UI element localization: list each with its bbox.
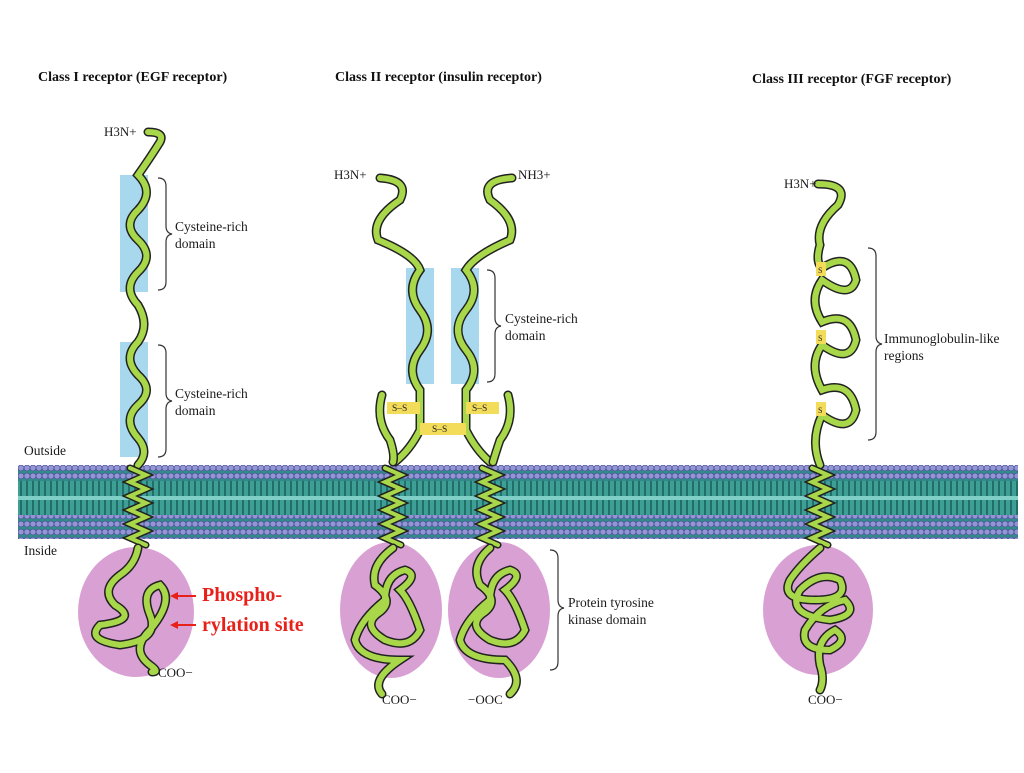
class3-disulfide-markers (816, 262, 826, 416)
class3-ss-3: S (818, 406, 822, 415)
disulfide-label-left: S–S (392, 404, 407, 414)
class3-title: Class III receptor (FGF receptor) (752, 72, 952, 87)
kinase-domain-label: Protein tyrosine kinase domain (568, 595, 654, 627)
class3-n-terminus: H3N+ (784, 176, 817, 191)
class2-domain: Cysteine-rich domain (505, 311, 578, 343)
class2-n-terminus-right: NH3+ (518, 167, 551, 182)
class1-ribbon (91, 127, 171, 677)
cell-membrane (18, 465, 1018, 539)
class2-disulfide-bridges (387, 402, 499, 435)
class2-ribbons (350, 173, 530, 699)
class2-c-terminus-right: −OOC (468, 692, 503, 707)
class3-c-terminus: COO− (808, 692, 843, 707)
outside-label: Outside (24, 443, 66, 458)
class1-n-terminus: H3N+ (104, 124, 137, 139)
phospho-label-line1: Phospho- (202, 584, 283, 606)
class2-n-terminus-left: H3N+ (334, 167, 367, 182)
class1-title: Class I receptor (EGF receptor) (38, 70, 228, 85)
brackets (157, 177, 883, 671)
disulfide-label-right: S–S (472, 404, 487, 414)
class3-ribbon (783, 179, 861, 695)
class2-title: Class II receptor (insulin receptor) (335, 70, 542, 85)
class3-ss-2: S (818, 334, 822, 343)
inside-label: Inside (24, 543, 57, 558)
class3-ss-1: S (818, 266, 822, 275)
class2-c-terminus-left: COO− (382, 692, 417, 707)
class1-c-terminus: COO− (158, 665, 193, 680)
phospho-label-line2: rylation site (202, 614, 304, 636)
class1-domain-lower: Cysteine-rich domain (175, 386, 248, 418)
phospho-arrows (170, 592, 196, 629)
class1-domain-upper: Cysteine-rich domain (175, 219, 248, 251)
disulfide-label-center: S–S (432, 425, 447, 435)
ig-regions-label: Immunoglobulin-like regions (884, 331, 1000, 363)
